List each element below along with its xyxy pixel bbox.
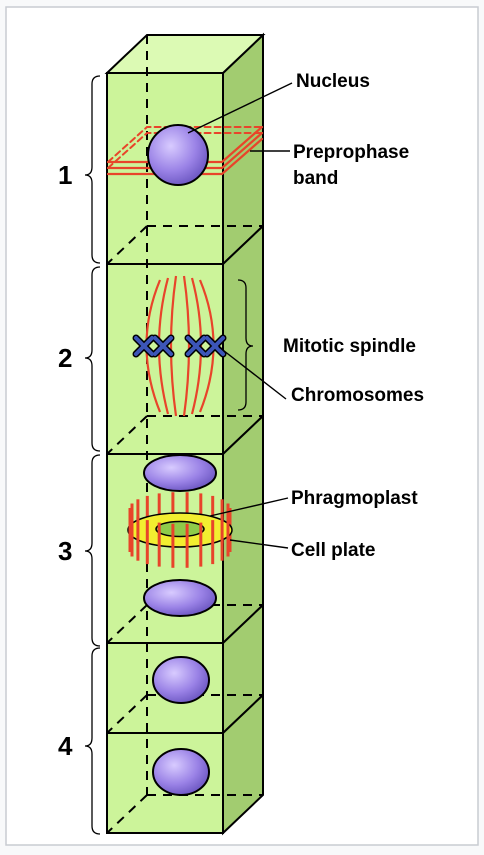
label-phragmoplast: Phragmoplast [291, 488, 418, 509]
label-cell-plate: Cell plate [291, 540, 375, 561]
cell-front-faces [106, 72, 224, 834]
preprophase-band [106, 125, 264, 176]
daughter-nucleus-top [143, 454, 217, 492]
leader-lines [187, 82, 293, 549]
stage-number-1: 1 [58, 160, 72, 190]
cell-plate [127, 512, 233, 548]
stage-number-4: 4 [58, 731, 73, 761]
column-top-face [104, 34, 266, 74]
daughter-nucleus-bottom [143, 579, 217, 617]
nucleus-stage-4-bottom [152, 748, 210, 796]
nucleus-stage-1 [147, 124, 209, 186]
stage-braces [84, 75, 101, 835]
phragmoplast-front [128, 508, 230, 568]
stage-number-2: 2 [58, 343, 72, 373]
spindle-brace [237, 279, 254, 411]
chromosomes [132, 334, 227, 358]
label-preprophase-band-line2: band [293, 168, 338, 189]
stage-number-3: 3 [58, 536, 72, 566]
label-chromosomes: Chromosomes [291, 385, 424, 406]
label-preprophase-band-line1: Preprophase [293, 142, 409, 163]
label-nucleus: Nucleus [296, 71, 370, 92]
label-mitotic-spindle: Mitotic spindle [283, 336, 416, 357]
nucleus-stage-4-top [152, 656, 210, 704]
